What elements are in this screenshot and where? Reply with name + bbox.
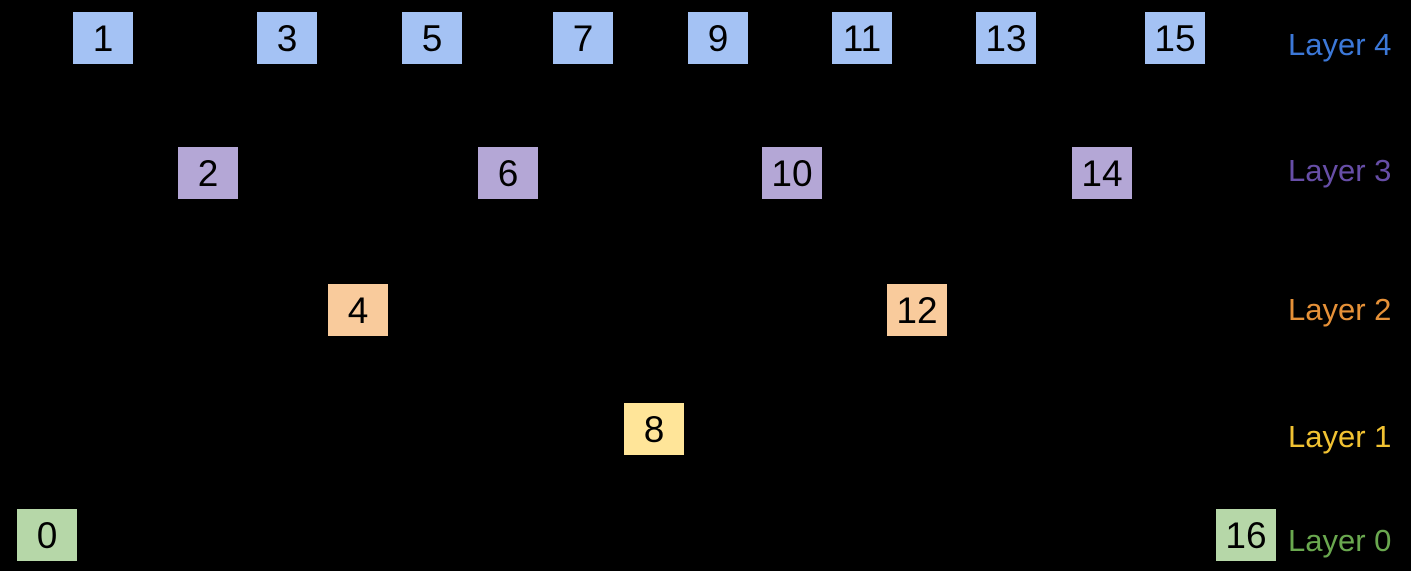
node-5: 5	[402, 12, 462, 64]
layer-label-4: Layer 4	[1288, 27, 1392, 62]
node-12: 12	[887, 284, 947, 336]
node-0: 0	[17, 509, 77, 561]
layer-label-2: Layer 2	[1288, 292, 1392, 327]
layer-label-3: Layer 3	[1288, 153, 1392, 188]
layer-label-0: Layer 0	[1288, 523, 1392, 558]
node-11: 11	[832, 12, 892, 64]
node-15: 15	[1145, 12, 1205, 64]
node-10: 10	[762, 147, 822, 199]
node-6: 6	[478, 147, 538, 199]
node-13: 13	[976, 12, 1036, 64]
node-1: 1	[73, 12, 133, 64]
node-4: 4	[328, 284, 388, 336]
node-14: 14	[1072, 147, 1132, 199]
node-2: 2	[178, 147, 238, 199]
node-8: 8	[624, 403, 684, 455]
node-16: 16	[1216, 509, 1276, 561]
layer-label-1: Layer 1	[1288, 419, 1392, 454]
node-9: 9	[688, 12, 748, 64]
node-7: 7	[553, 12, 613, 64]
node-3: 3	[257, 12, 317, 64]
